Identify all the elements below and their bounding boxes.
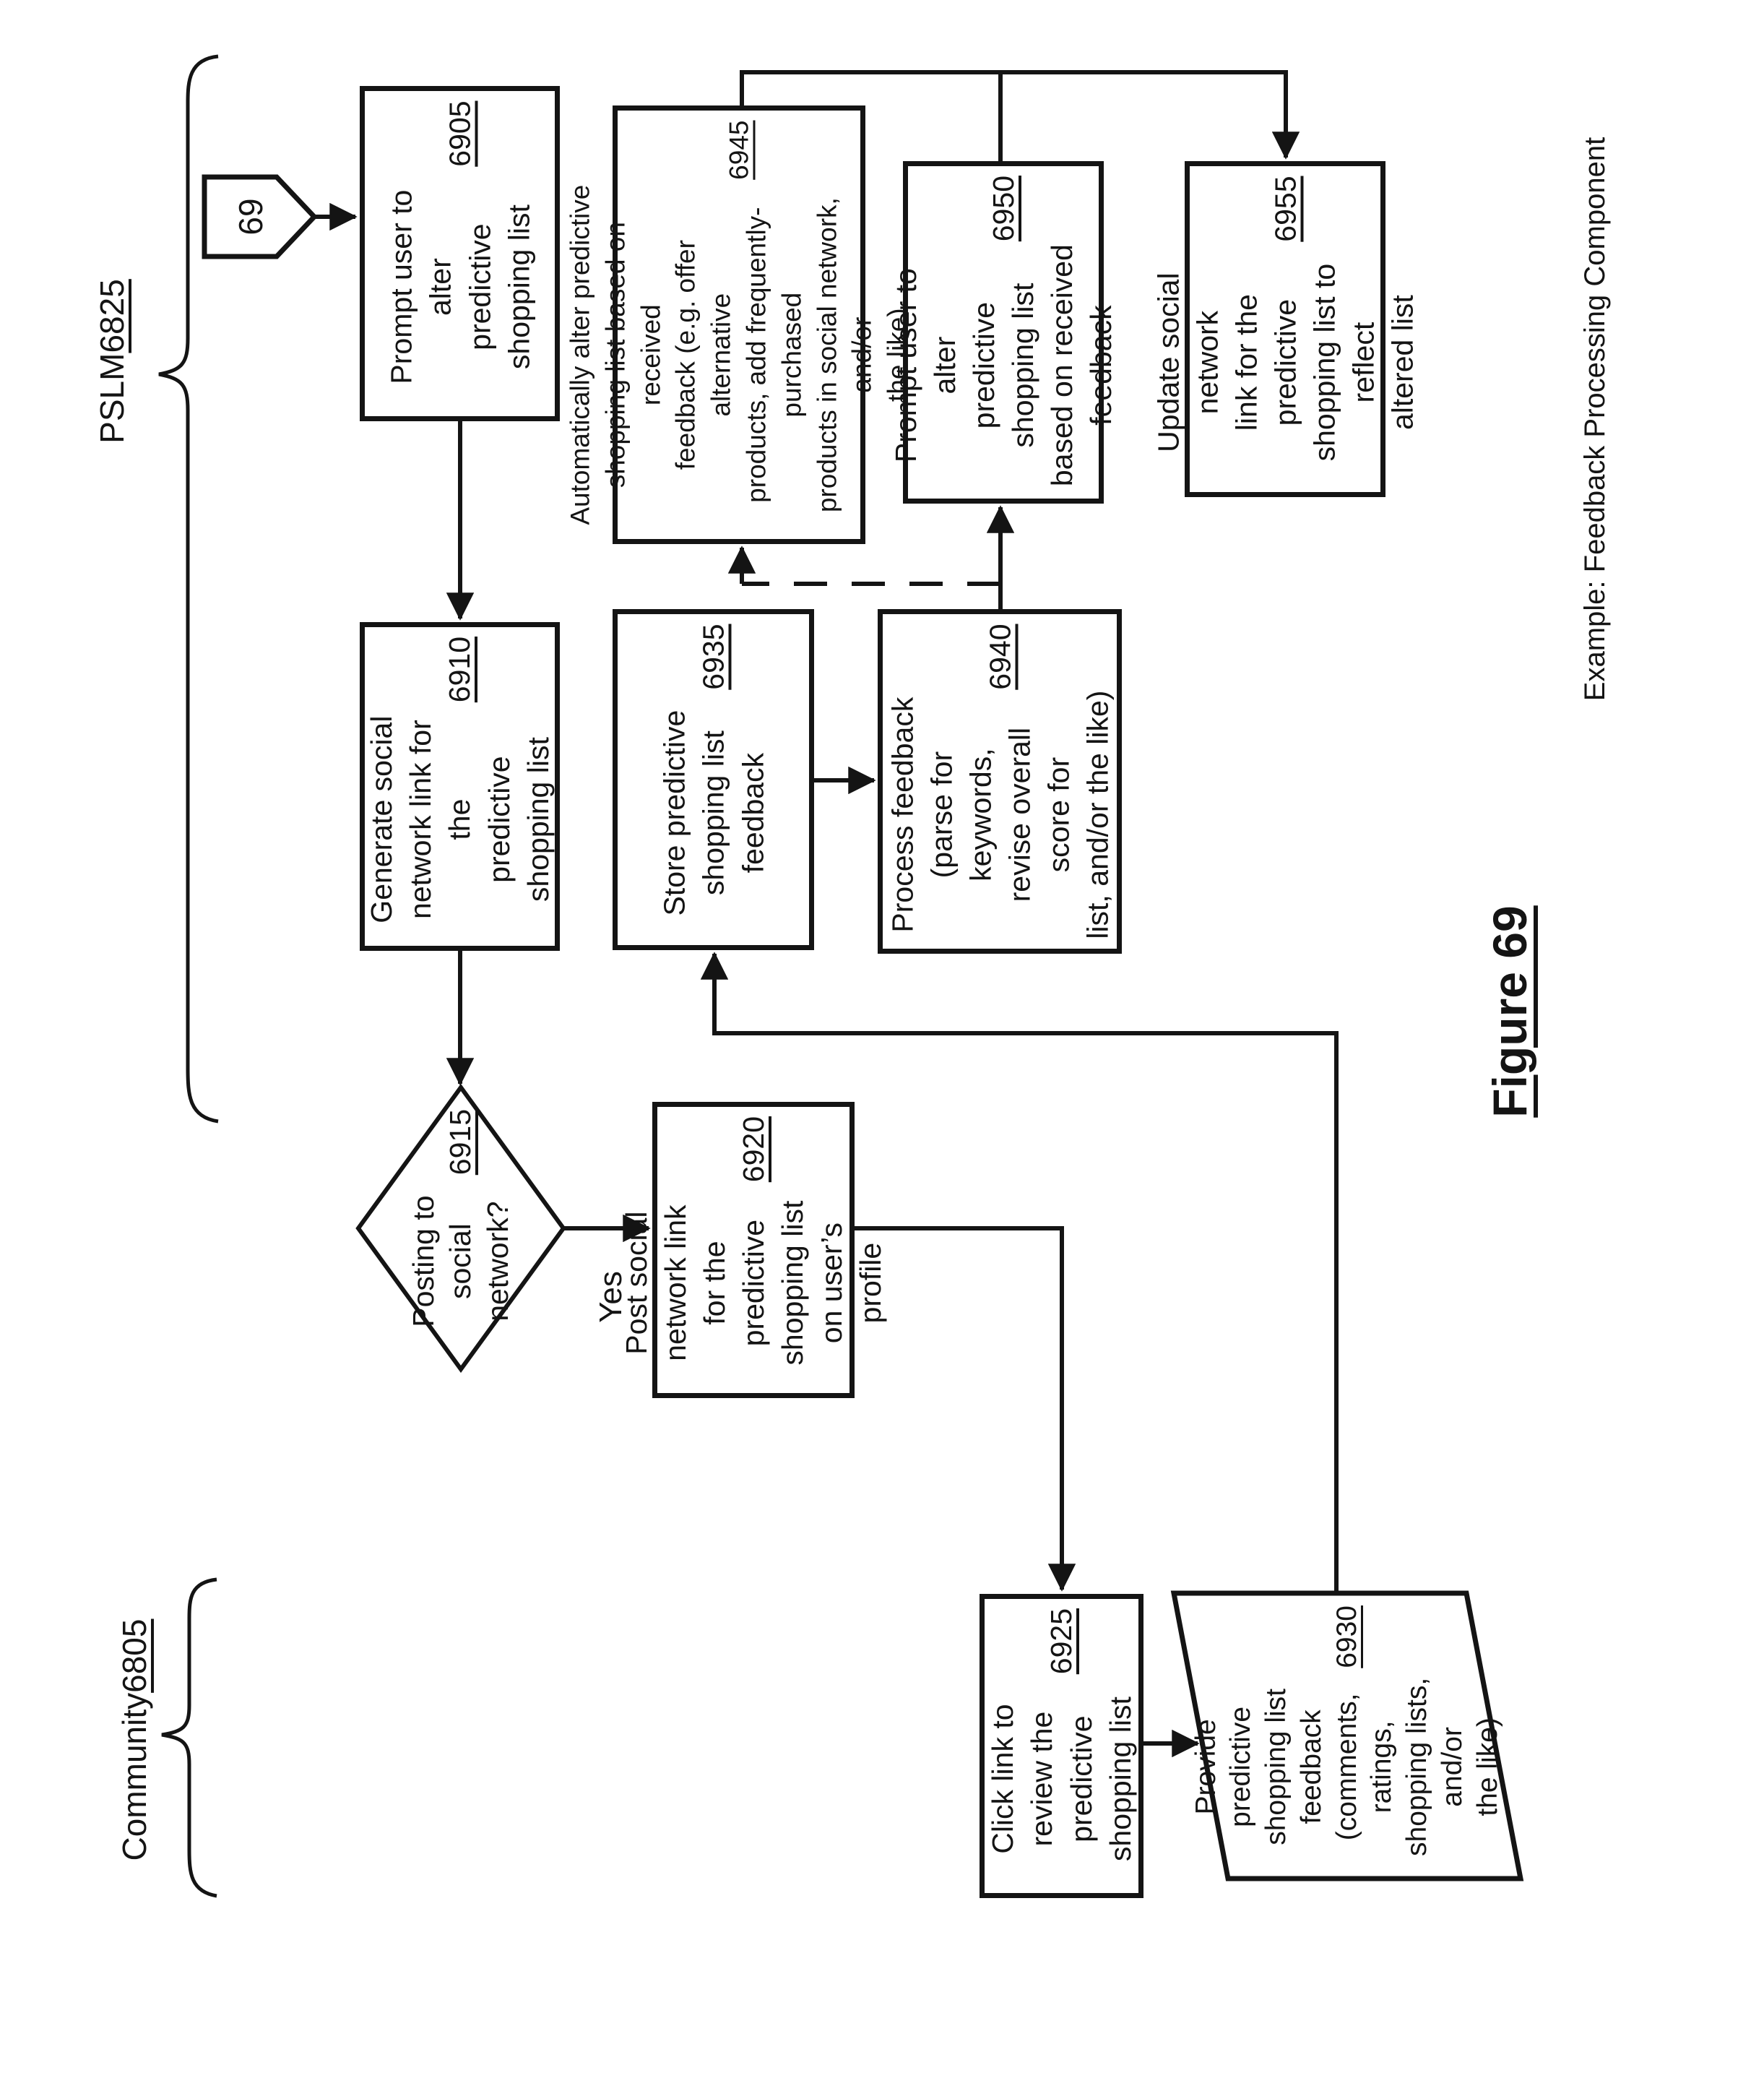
process-box-6940: Process feedback(parse for keywords,revi… bbox=[878, 609, 1122, 954]
figure-caption: Example: Feedback Processing Component bbox=[1579, 137, 1611, 702]
community-group-label: Community 6805 bbox=[116, 1618, 154, 1861]
arrow-6920-to-6925 bbox=[855, 1226, 1076, 1592]
figure-title: Figure 69 bbox=[1482, 905, 1536, 1118]
pslm-group-brace bbox=[158, 54, 219, 1124]
offpage-connector-shape bbox=[202, 174, 318, 259]
offpage-connector-label: 69 bbox=[232, 198, 270, 236]
arrow-6945-to-6955 bbox=[740, 70, 1300, 160]
process-box-6940-text: Process feedback(parse for keywords,revi… bbox=[885, 624, 1115, 939]
pslm-group-label: PSLM 6825 bbox=[93, 279, 131, 444]
decision-diamond-6915 bbox=[355, 1083, 566, 1374]
arrow-6930-to-6935 bbox=[700, 952, 1339, 1593]
data-parallelogram-6930 bbox=[1170, 1590, 1524, 1881]
community-group-brace bbox=[161, 1577, 217, 1898]
yes-edge-label: Yes bbox=[592, 1271, 628, 1323]
